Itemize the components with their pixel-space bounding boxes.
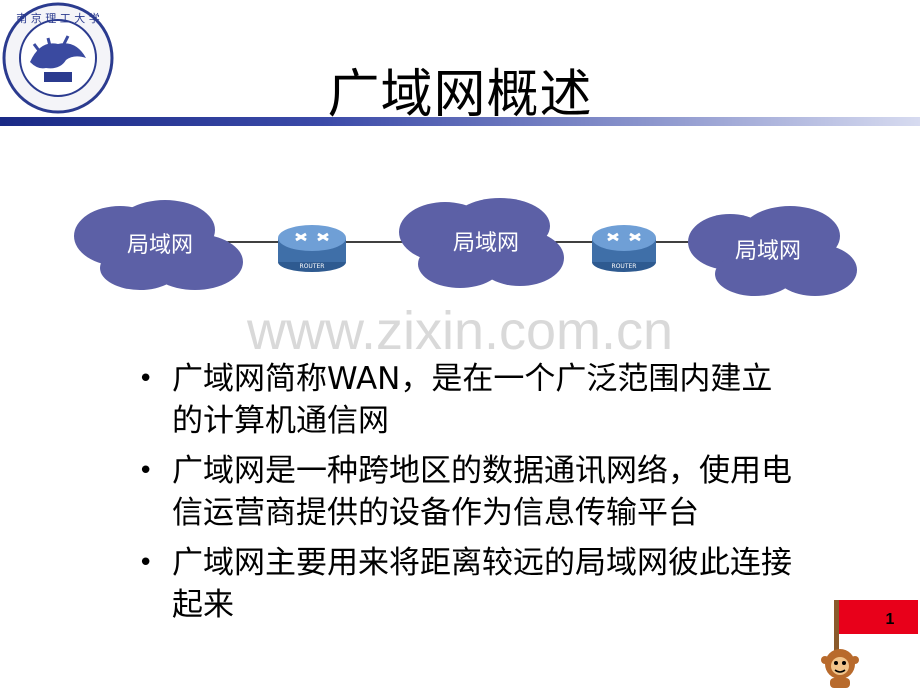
title-underline-bar <box>0 117 920 126</box>
bullet-item: • 广域网简称WAN，是在一个广泛范围内建立的计算机通信网 <box>138 358 798 442</box>
bullet-item: • 广域网是一种跨地区的数据通讯网络，使用电信运营商提供的设备作为信息传输平台 <box>138 450 798 534</box>
router-label-1: ROUTER <box>300 263 325 270</box>
bullet-text: 广域网简称WAN，是在一个广泛范围内建立的计算机通信网 <box>172 361 773 439</box>
router-icon-1: ROUTER <box>278 225 346 272</box>
university-logo: 南 京 理 工 大 学 <box>2 2 114 114</box>
bullet-item: • 广域网主要用来将距离较远的局域网彼此连接起来 <box>138 542 798 626</box>
bullet-dot-icon: • <box>138 456 154 486</box>
wan-diagram: 局域网 ROUTER 局域网 ROUTER 局域网 <box>74 198 857 296</box>
bullet-text: 广域网是一种跨地区的数据通讯网络，使用电信运营商提供的设备作为信息传输平台 <box>172 453 792 531</box>
router-label-2: ROUTER <box>612 263 637 270</box>
page-number-flag: 1 <box>821 600 918 688</box>
bullet-dot-icon: • <box>138 548 154 578</box>
bullet-list: • 广域网简称WAN，是在一个广泛范围内建立的计算机通信网 • 广域网是一种跨地… <box>138 358 798 634</box>
bullet-text: 广域网主要用来将距离较远的局域网彼此连接起来 <box>172 545 792 623</box>
lan-cloud-1: 局域网 <box>74 200 243 290</box>
lan-label-1: 局域网 <box>127 233 193 258</box>
lan-label-3: 局域网 <box>735 239 801 264</box>
lan-cloud-2: 局域网 <box>399 198 564 288</box>
svg-text:南 京 理 工 大 学: 南 京 理 工 大 学 <box>16 11 99 25</box>
monkey-mascot-icon <box>821 649 859 688</box>
bullet-dot-icon: • <box>138 364 154 394</box>
lan-label-2: 局域网 <box>453 231 519 256</box>
watermark-text: www.zixin.com.cn <box>246 301 674 361</box>
slide-title: 广域网概述 <box>327 65 593 125</box>
router-icon-2: ROUTER <box>592 225 656 272</box>
page-number: 1 <box>886 611 895 628</box>
lan-cloud-3: 局域网 <box>688 206 857 296</box>
